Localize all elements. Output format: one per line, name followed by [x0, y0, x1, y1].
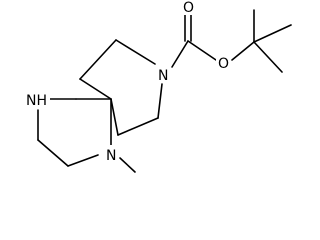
bond-right-to-lower: [117, 117, 159, 136]
bond-ch2-to-ch2: [37, 139, 69, 167]
atom-label-ester-o: O: [218, 56, 229, 72]
bond-top-to-n: [115, 39, 156, 65]
bond-carbonyl-to-ester-o: [187, 40, 217, 61]
bond-tbutyl-right: [253, 24, 292, 43]
bond-upper-left-top: [79, 39, 117, 80]
atom-label-carbonyl-o: O: [183, 0, 194, 16]
bond-n-to-carbonyl-carbon: [171, 40, 189, 68]
bond-spiro-upper-left: [79, 78, 112, 100]
chemical-structure-diagram: N O O NH N: [24, 0, 292, 173]
bond-tbutyl-down: [253, 41, 283, 73]
bonds: [37, 9, 292, 173]
bond-n-to-methyl: [119, 157, 136, 173]
bond-n-to-right: [157, 83, 163, 119]
atom-labels: N O O NH N: [24, 0, 231, 164]
atom-label-piperazine-nh: NH: [26, 93, 47, 109]
atom-label-piperidine-n: N: [158, 68, 168, 84]
bond-ester-o-to-quaternary: [231, 41, 255, 61]
bond-ch2-to-n-methyl: [67, 154, 99, 167]
atom-label-piperazine-n-methyl: N: [106, 148, 116, 164]
bond-lower-to-spiro: [110, 98, 119, 136]
